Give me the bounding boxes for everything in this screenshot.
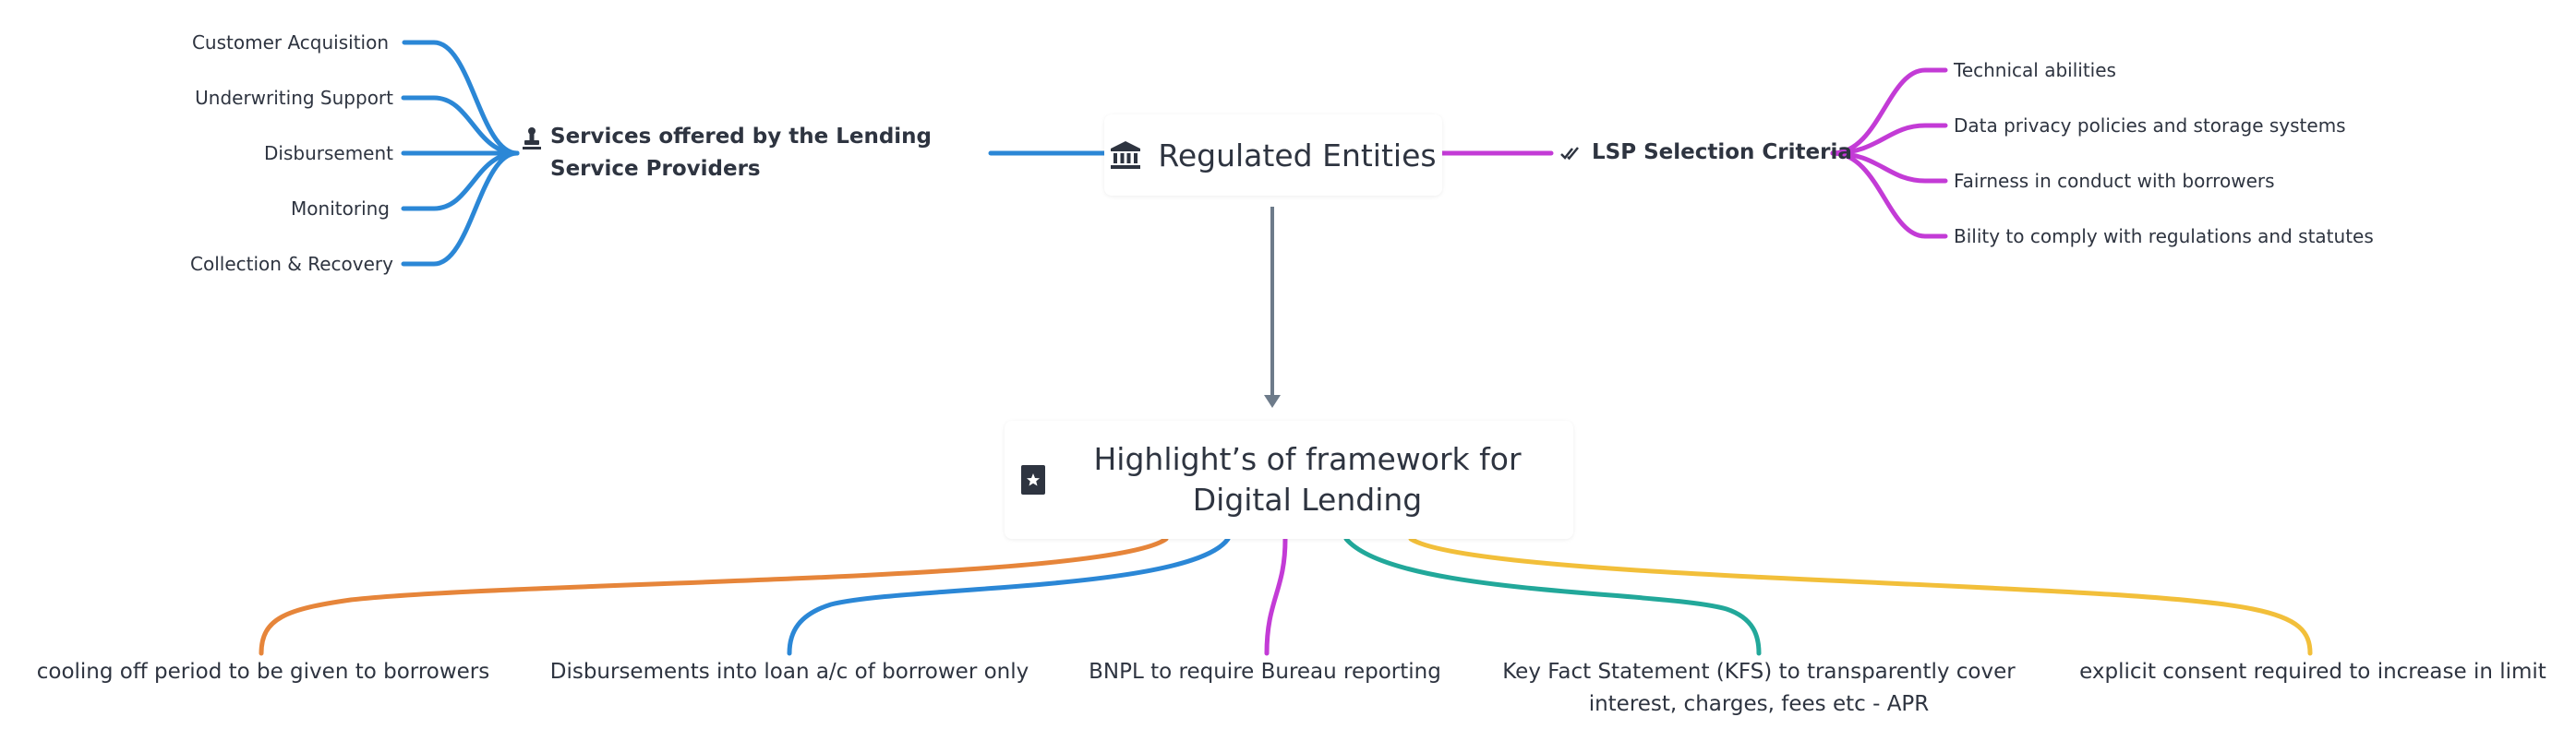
edge-highlights-point-2 [787, 536, 1231, 656]
criteria-item-regulations[interactable]: Bility to comply with regulations and st… [1954, 225, 2374, 247]
criteria-item-fairness[interactable]: Fairness in conduct with borrowers [1954, 170, 2275, 192]
edge-services-collection-recovery [401, 150, 520, 267]
root-node-regulated-entities[interactable]: Regulated Entities [1104, 114, 1442, 196]
branch-node-criteria[interactable]: LSP Selection Criteria [1560, 137, 1852, 173]
edge-highlights-point-4 [1343, 536, 1762, 656]
criteria-label: LSP Selection Criteria [1592, 140, 1852, 164]
arrowhead-highlights [1264, 395, 1281, 408]
edge-highlights-point-3 [1264, 536, 1288, 656]
framework-point-bnpl[interactable]: BNPL to require Bureau reporting [1089, 660, 1441, 684]
services-label: Services offered by the Lending Service … [550, 125, 933, 181]
edge-services-monitoring [401, 150, 520, 211]
framework-point-cooling-off[interactable]: cooling off period to be given to borrow… [36, 660, 490, 684]
edge-criteria-technical [1830, 67, 1948, 156]
services-item-collection-recovery[interactable]: Collection & Recovery [190, 253, 393, 275]
node-framework-highlights[interactable]: Highlight’s of framework for Digital Len… [1005, 421, 1573, 539]
edge-services-customer-acquisition [402, 40, 520, 156]
criteria-item-privacy[interactable]: Data privacy policies and storage system… [1954, 114, 2346, 137]
framework-highlights-label: Highlight’s of framework for Digital Len… [1093, 441, 1522, 518]
services-item-customer-acquisition[interactable]: Customer Acquisition [191, 31, 389, 54]
double-check-icon [1560, 137, 1583, 173]
bank-icon [1110, 140, 1141, 170]
edge-highlights-point-1 [259, 536, 1169, 656]
stamp-icon [523, 121, 541, 161]
edge-services-underwriting-support [401, 95, 520, 156]
framework-point-explicit-consent[interactable]: explicit consent required to increase in… [2079, 660, 2546, 684]
framework-point-disbursements[interactable]: Disbursements into loan a/c of borrower … [549, 660, 1029, 684]
edge-criteria-privacy [1830, 123, 1948, 156]
services-item-monitoring[interactable]: Monitoring [291, 197, 390, 220]
root-node-label: Regulated Entities [1158, 137, 1437, 173]
edge-criteria-regulations [1830, 150, 1948, 239]
criteria-item-technical[interactable]: Technical abilities [1954, 59, 2116, 81]
edge-highlights-point-5 [1408, 536, 2313, 656]
services-item-underwriting-support[interactable]: Underwriting Support [195, 87, 393, 109]
branch-node-services[interactable]: Services offered by the Lending Service … [523, 121, 993, 185]
services-item-disbursement[interactable]: Disbursement [264, 142, 393, 164]
star-badge-icon [1021, 465, 1045, 495]
framework-point-kfs[interactable]: Key Fact Statement (KFS) to transparentl… [1502, 660, 2016, 716]
